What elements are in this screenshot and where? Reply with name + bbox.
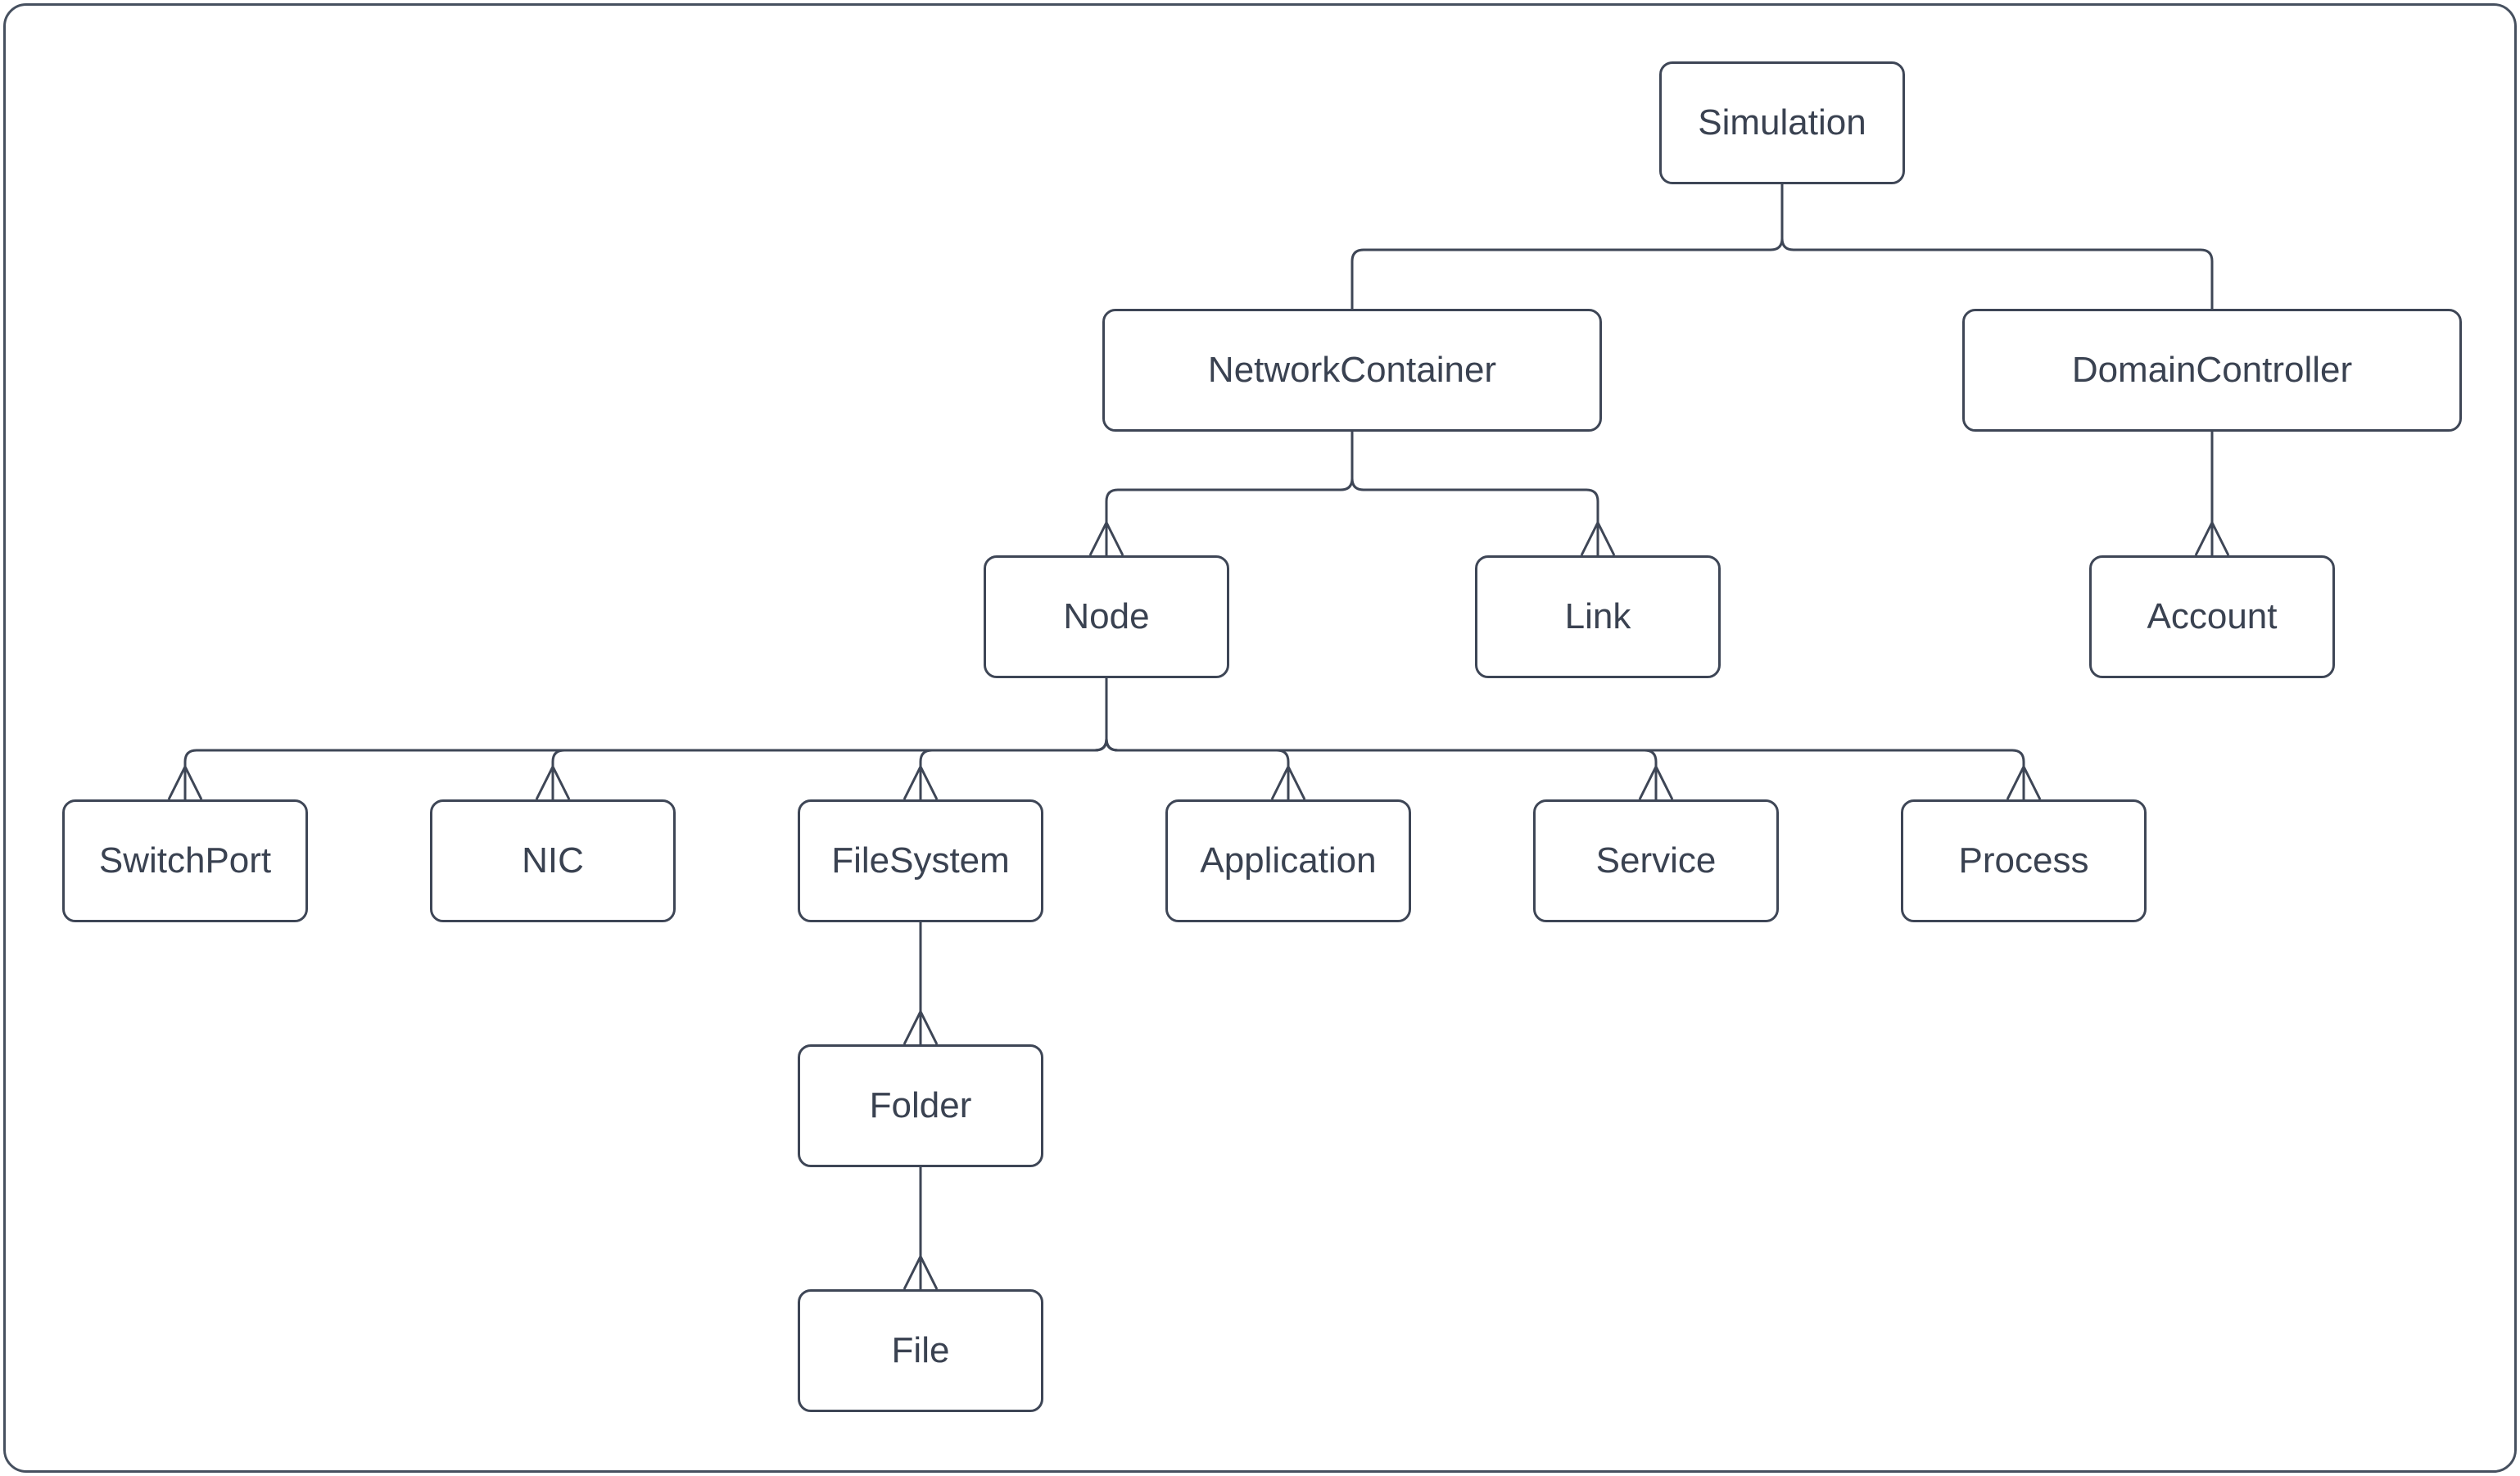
node-label-file: File (891, 1330, 950, 1370)
edge-network-container-to-node (1105, 432, 1354, 555)
edge-node-to-switch-port (183, 678, 1108, 799)
node-simulation: Simulation (1659, 61, 1905, 184)
inheritance-arrowhead-folder (903, 1008, 939, 1045)
edge-network-container-to-link (1350, 432, 1599, 555)
node-file-system: FileSystem (798, 799, 1043, 922)
node-label-network-container: NetworkContainer (1207, 350, 1497, 390)
node-service: Service (1533, 799, 1779, 922)
inheritance-arrowhead-nic (535, 763, 571, 800)
node-process: Process (1901, 799, 2147, 922)
node-switch-port: SwitchPort (62, 799, 308, 922)
edge-node-to-service (1105, 678, 1658, 799)
edge-simulation-to-domain-controller (1780, 184, 2214, 309)
edge-node-to-process (1105, 678, 2025, 799)
inheritance-arrowhead-application (1270, 763, 1306, 800)
node-network-container: NetworkContainer (1102, 309, 1602, 432)
inheritance-arrowhead-node (1088, 519, 1124, 556)
edge-node-to-file-system (919, 678, 1108, 799)
node-folder: Folder (798, 1044, 1043, 1167)
node-nic: NIC (430, 799, 676, 922)
node-label-application: Application (1200, 840, 1377, 881)
node-label-process: Process (1958, 840, 2089, 881)
node-account: Account (2089, 555, 2335, 678)
node-label-switch-port: SwitchPort (98, 840, 272, 881)
inheritance-arrowhead-file (903, 1253, 939, 1290)
inheritance-arrowhead-process (2006, 763, 2042, 800)
inheritance-arrowhead-link (1580, 519, 1616, 556)
node-link: Link (1475, 555, 1721, 678)
node-file: File (798, 1289, 1043, 1412)
node-label-service: Service (1595, 840, 1717, 881)
inheritance-arrowhead-account (2194, 519, 2230, 556)
inheritance-arrowhead-switch-port (167, 763, 203, 800)
node-label-nic: NIC (522, 840, 584, 881)
node-label-folder: Folder (869, 1085, 972, 1125)
node-label-file-system: FileSystem (831, 840, 1010, 881)
node-node: Node (984, 555, 1229, 678)
edge-node-to-nic (551, 678, 1108, 799)
node-label-account: Account (2147, 596, 2278, 636)
node-label-simulation: Simulation (1698, 102, 1866, 143)
edge-simulation-to-network-container (1350, 184, 1784, 309)
node-application: Application (1165, 799, 1411, 922)
node-domain-controller: DomainController (1962, 309, 2462, 432)
node-label-link: Link (1564, 596, 1631, 636)
edge-node-to-application (1105, 678, 1290, 799)
node-label-domain-controller: DomainController (2071, 350, 2353, 390)
inheritance-arrowhead-service (1638, 763, 1674, 800)
node-label-node: Node (1063, 596, 1150, 636)
inheritance-arrowhead-file-system (903, 763, 939, 800)
